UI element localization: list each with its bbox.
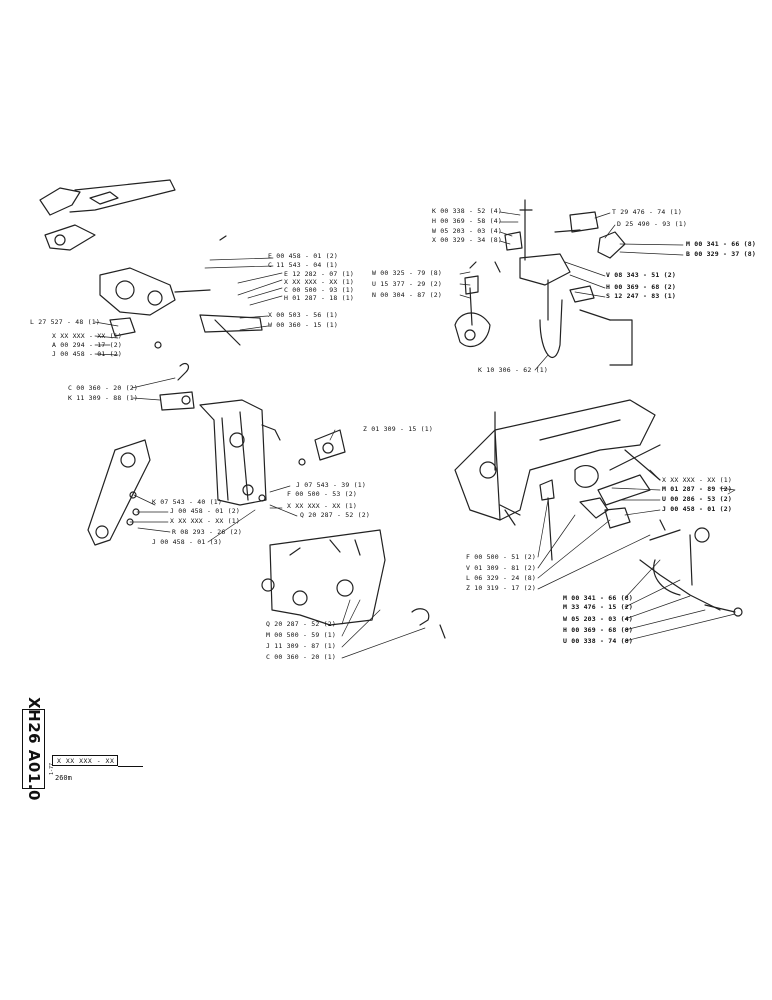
part-label: C 00 500 - 93 (1) xyxy=(284,286,354,294)
part-label: T 29 476 - 74 (1) xyxy=(612,208,682,216)
part-code-underline xyxy=(118,766,143,767)
part-label: K 00 338 - 52 (4) xyxy=(432,207,502,215)
part-label: M 01 287 - 89 (2) xyxy=(662,485,732,493)
part-label: K 07 543 - 40 (1) xyxy=(152,498,222,506)
part-label: W 05 203 - 03 (4) xyxy=(432,227,502,235)
part-label: N 00 304 - 87 (2) xyxy=(372,291,442,299)
part-label: E 00 458 - 01 (2) xyxy=(268,252,338,260)
part-label: Q 20 287 - 52 (2) xyxy=(266,620,336,628)
part-label: X XX XXX - XX (1) xyxy=(52,332,122,340)
part-label: Z 01 309 - 15 (1) xyxy=(363,425,433,433)
part-label: X XX XXX - XX (1) xyxy=(170,517,240,525)
part-label: H 00 369 - 58 (4) xyxy=(432,217,502,225)
part-label: C 00 360 - 20 (2) xyxy=(68,384,138,392)
part-label: D 25 490 - 93 (1) xyxy=(617,220,687,228)
part-label: U 00 286 - 53 (2) xyxy=(662,495,732,503)
part-label: X XX XXX - XX (1) xyxy=(287,502,357,510)
part-label: K 10 306 - 62 (1) xyxy=(478,366,548,374)
part-code-box: X XX XXX - XX xyxy=(52,755,118,766)
part-label: B 00 329 - 37 (8) xyxy=(686,250,756,258)
part-label: M 33 476 - 15 (2) xyxy=(563,603,633,611)
dimension-label: 260m xyxy=(55,774,72,782)
middle-left-assembly xyxy=(87,391,346,546)
part-label: F 00 500 - 51 (2) xyxy=(466,553,536,561)
part-label: J 00 458 - 01 (2) xyxy=(52,350,122,358)
part-label: J 00 458 - 01 (3) xyxy=(152,538,222,546)
part-label: H 00 369 - 68 (2) xyxy=(606,283,676,291)
part-label: J 11 309 - 87 (1) xyxy=(266,642,336,650)
upper-left-assembly xyxy=(39,179,263,381)
part-code: X XX XXX - XX xyxy=(57,757,115,765)
part-label: W 00 325 - 79 (8) xyxy=(372,269,442,277)
part-label: V 08 343 - 51 (2) xyxy=(606,271,676,279)
part-label: J 00 458 - 01 (2) xyxy=(170,507,240,515)
part-label: Z 10 319 - 17 (2) xyxy=(466,584,536,592)
part-label: S 12 247 - 83 (1) xyxy=(606,292,676,300)
reference-code: XH26 A01.0 xyxy=(24,697,43,801)
part-label: E 12 282 - 07 (1) xyxy=(284,270,354,278)
part-label: A 00 294 - 17 (2) xyxy=(52,341,122,349)
part-label: U 15 377 - 29 (2) xyxy=(372,280,442,288)
part-label: H 00 369 - 68 (8) xyxy=(563,626,633,634)
right-frame-assembly xyxy=(454,399,743,617)
lower-middle-assembly xyxy=(261,529,446,639)
leader-lines xyxy=(94,211,736,659)
part-label: W 00 360 - 15 (1) xyxy=(268,321,338,329)
part-label: C 11 543 - 04 (1) xyxy=(268,261,338,269)
part-label: H 01 287 - 18 (1) xyxy=(284,294,354,302)
part-label: V 01 309 - 81 (2) xyxy=(466,564,536,572)
part-label: M 00 341 - 66 (8) xyxy=(563,594,633,602)
part-label: W 05 203 - 03 (4) xyxy=(563,615,633,623)
part-label: X XX XXX - XX (1) xyxy=(662,476,732,484)
part-label: F 00 500 - 53 (2) xyxy=(287,490,357,498)
part-label: K 11 309 - 88 (1) xyxy=(68,394,138,402)
part-label: J 07 543 - 39 (1) xyxy=(296,481,366,489)
part-label: Q 20 287 - 52 (2) xyxy=(300,511,370,519)
reference-code-box: XH26 A01.0 xyxy=(22,697,45,801)
part-label: L 06 329 - 24 (8) xyxy=(466,574,536,582)
part-label: L 27 527 - 48 (1) xyxy=(30,318,100,326)
part-label: U 00 338 - 74 (8) xyxy=(563,637,633,645)
part-label: M 00 341 - 66 (8) xyxy=(686,240,756,248)
part-label: R 08 293 - 26 (2) xyxy=(172,528,242,536)
part-label: X XX XXX - XX (1) xyxy=(284,278,354,286)
part-label: C 00 360 - 20 (1) xyxy=(266,653,336,661)
part-label: J 00 458 - 01 (2) xyxy=(662,505,732,513)
part-label: X 00 329 - 34 (8) xyxy=(432,236,502,244)
part-label: M 00 500 - 59 (1) xyxy=(266,631,336,639)
part-label: X 00 503 - 56 (1) xyxy=(268,311,338,319)
upper-right-assembly xyxy=(454,199,633,366)
